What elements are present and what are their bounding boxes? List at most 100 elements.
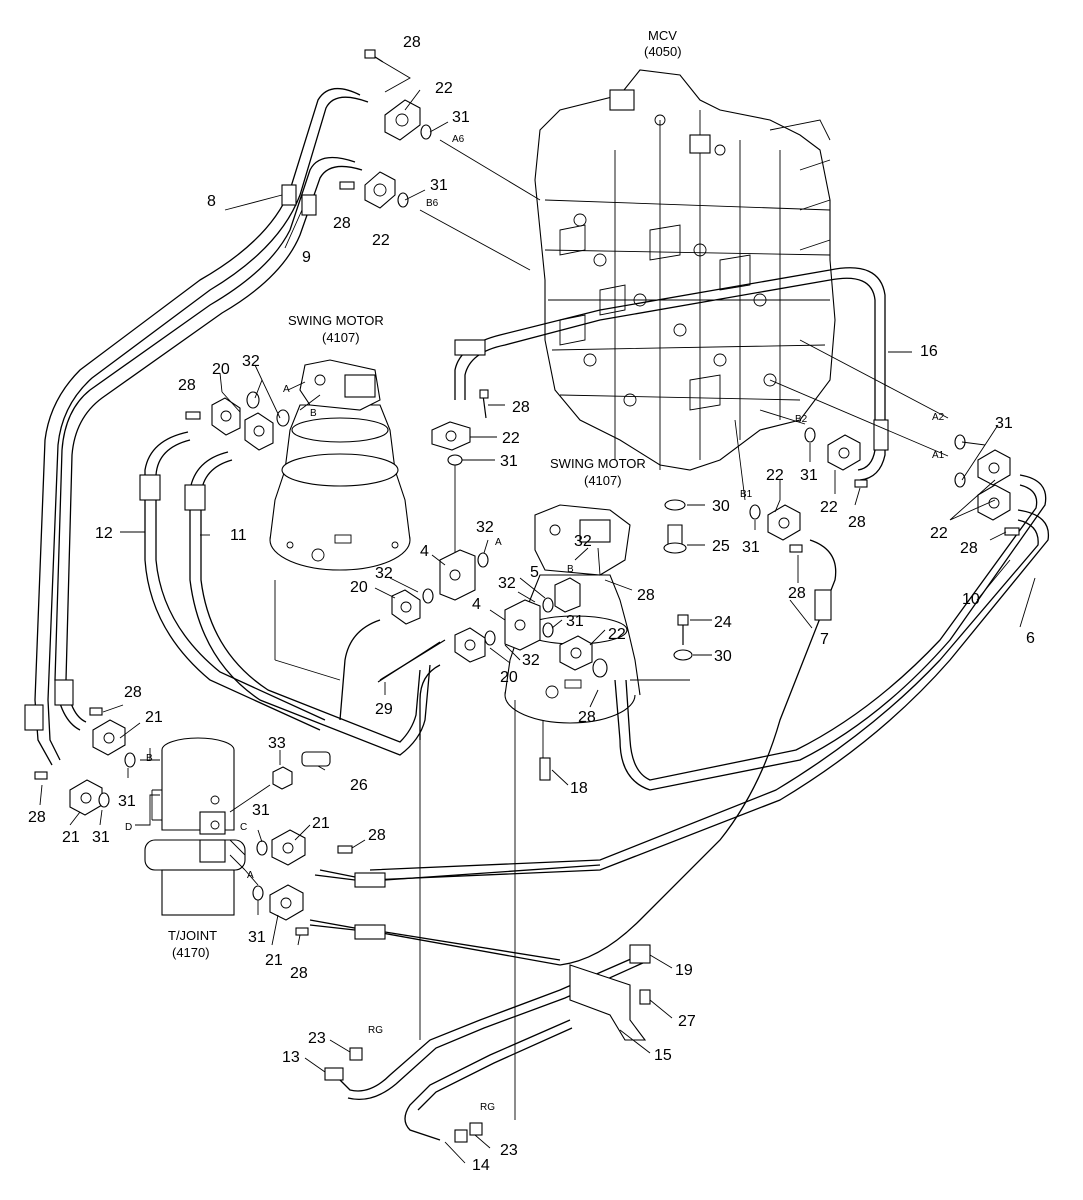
callout-31-a2: 31	[995, 415, 1013, 432]
port-b2: B2	[795, 414, 808, 425]
callout-28-l: 28	[28, 809, 46, 826]
port-a1: A1	[932, 450, 945, 461]
port-rg-2: RG	[480, 1102, 495, 1113]
callout-31-b6: 31	[430, 177, 448, 194]
port-tj-b: B	[146, 753, 153, 764]
callout-22-b2: 22	[766, 467, 784, 484]
callout-28-m2b: 28	[578, 709, 596, 726]
mcv-code: (4050)	[644, 44, 682, 59]
callout-16: 16	[920, 343, 938, 360]
callout-11: 11	[230, 527, 247, 544]
callout-4-a: 4	[420, 543, 429, 560]
callout-32-m1: 32	[242, 353, 260, 370]
callout-28-m1: 28	[178, 377, 196, 394]
callout-32-b: 32	[476, 519, 494, 536]
port-m2-a: A	[495, 537, 502, 548]
callout-31-mid: 31	[500, 453, 518, 470]
swing-motor-1	[269, 359, 411, 571]
callout-22-b6: 22	[372, 232, 390, 249]
callout-32-d: 32	[498, 575, 516, 592]
swing-motor-2-name: SWING MOTOR	[550, 456, 646, 471]
swing-motor-2-label: SWING MOTOR (4107)	[550, 456, 646, 488]
swing-motor-2-code: (4107)	[584, 473, 622, 488]
callout-7: 7	[820, 631, 829, 648]
tjoint-code: (4170)	[172, 945, 210, 960]
callout-numbers: 28 22 31 31 28 22 8 9 32 20 28 12 11 28 …	[28, 34, 1035, 1174]
callout-22-top: 22	[435, 80, 453, 97]
callout-28-ta: 28	[290, 965, 308, 982]
callout-6: 6	[1026, 630, 1035, 647]
port-m1-a: A	[283, 384, 290, 395]
callout-31-b2: 31	[800, 467, 818, 484]
callout-23-a: 23	[308, 1030, 326, 1047]
port-m2-b: B	[567, 564, 574, 575]
tjoint	[144, 737, 246, 916]
hoses	[24, 88, 1050, 966]
callout-32-c: 32	[375, 565, 393, 582]
callout-24: 24	[714, 614, 732, 631]
port-labels: A6 B6 A2 A1 B2 B1 A B A B A B C D RG RG	[125, 134, 945, 1113]
callout-20-c: 20	[500, 669, 518, 686]
port-tj-c: C	[240, 822, 247, 833]
callout-22-mid: 22	[502, 430, 520, 447]
port-b1: B1	[740, 489, 753, 500]
swing-motor-1-code: (4107)	[322, 330, 360, 345]
callout-21-c: 21	[312, 815, 330, 832]
callout-14: 14	[472, 1157, 490, 1174]
port-tj-a: A	[247, 870, 254, 881]
callout-28-mid: 28	[512, 399, 530, 416]
port-a6: A6	[452, 134, 465, 145]
callout-31-b1: 31	[742, 539, 760, 556]
swing-motor-1-name: SWING MOTOR	[288, 313, 384, 328]
callout-30-r: 30	[714, 648, 732, 665]
callout-28-r: 28	[788, 585, 806, 602]
tjoint-label: T/JOINT (4170)	[168, 928, 217, 960]
callout-31-m2: 31	[566, 613, 584, 630]
callout-28-top: 28	[403, 34, 421, 51]
callout-28-a: 28	[960, 540, 978, 557]
callout-28-c: 28	[368, 827, 386, 844]
callout-21-a: 21	[265, 952, 283, 969]
callout-22-m2: 22	[608, 626, 626, 643]
callout-31-a: 31	[248, 929, 266, 946]
callout-31-l1: 31	[118, 793, 136, 810]
callout-28-tj: 28	[124, 684, 142, 701]
callout-8: 8	[207, 193, 216, 210]
callout-28-b2: 28	[848, 514, 866, 531]
mcv-label: MCV (4050)	[644, 28, 682, 59]
callout-27: 27	[678, 1013, 696, 1030]
callout-29: 29	[375, 701, 393, 718]
port-a2: A2	[932, 412, 945, 423]
callout-10: 10	[962, 591, 980, 608]
callout-22-a: 22	[930, 525, 948, 542]
callout-31-l2: 31	[92, 829, 110, 846]
callout-19: 19	[675, 962, 693, 979]
callout-18: 18	[570, 780, 588, 797]
port-m1-b: B	[310, 408, 317, 419]
callout-13: 13	[282, 1049, 300, 1066]
callout-25: 25	[712, 538, 730, 555]
callout-5: 5	[530, 564, 539, 581]
callout-28-m2: 28	[637, 587, 655, 604]
callout-33: 33	[268, 735, 286, 752]
callout-23-b: 23	[500, 1142, 518, 1159]
pilot-lines	[324, 944, 651, 1143]
mcv-name: MCV	[648, 28, 677, 43]
callout-20-m1: 20	[212, 361, 230, 378]
callout-32-m2: 32	[574, 533, 592, 550]
callout-32-e: 32	[522, 652, 540, 669]
swing-motor-1-label: SWING MOTOR (4107)	[288, 313, 384, 345]
callout-21-tj: 21	[145, 709, 163, 726]
port-rg-1: RG	[368, 1025, 383, 1036]
callout-31-a6: 31	[452, 109, 470, 126]
tjoint-name: T/JOINT	[168, 928, 217, 943]
callout-12: 12	[95, 525, 113, 542]
callout-28-b6: 28	[333, 215, 351, 232]
callout-9: 9	[302, 249, 311, 266]
leader-lines	[39, 61, 1036, 1164]
callout-22-b2b: 22	[820, 499, 838, 516]
callout-20-b: 20	[350, 579, 368, 596]
callout-30-mcv: 30	[712, 498, 730, 515]
callout-31-c: 31	[252, 802, 270, 819]
port-tj-d: D	[125, 822, 132, 833]
